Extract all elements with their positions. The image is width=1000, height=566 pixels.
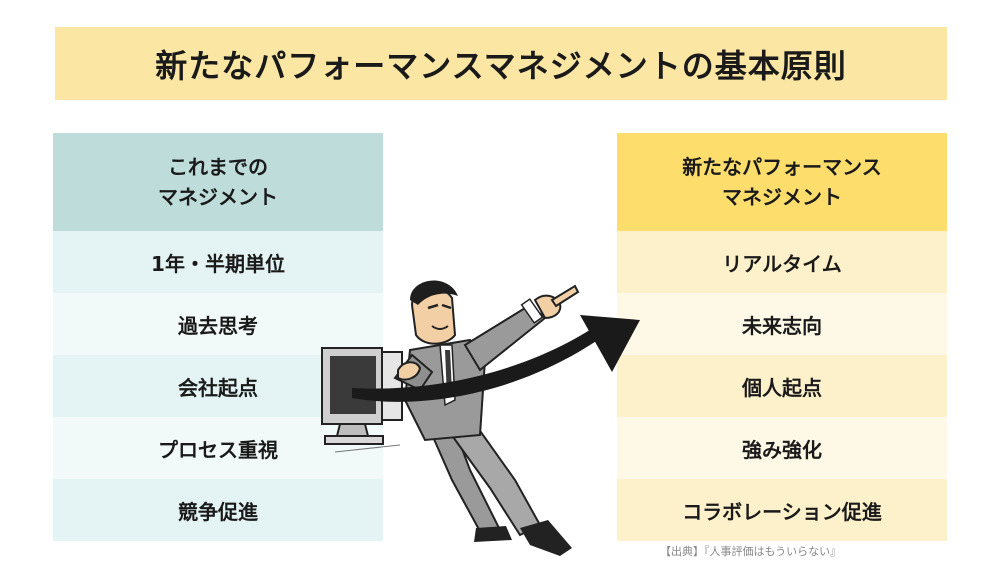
pointing-arm (463, 284, 580, 372)
old-management-header-line-1: これまでの (168, 155, 268, 179)
progress-arrow-icon (352, 315, 640, 402)
old-management-rows: 1年・半期単位 過去思考 会社起点 プロセス重視 競争促進 (53, 231, 383, 541)
old-management-header: これまでの マネジメント (53, 133, 383, 231)
new-management-row: 強み強化 (617, 417, 947, 479)
old-management-row: 競争促進 (53, 479, 383, 541)
computer-monitor-icon (321, 347, 403, 453)
businessman-illustration (321, 280, 640, 556)
source-citation: 【出典】『人事評価はもういらない』 (660, 545, 842, 558)
old-management-row: 1年・半期単位 (53, 231, 383, 293)
old-management-header-line-2: マネジメント (158, 185, 278, 209)
new-management-header-line-2: マネジメント (722, 185, 842, 209)
new-management-row: コラボレーション促進 (617, 479, 947, 541)
new-management-row: 個人起点 (617, 355, 947, 417)
new-management-row: 未来志向 (617, 293, 947, 355)
legs (428, 426, 572, 556)
title-banner: 新たなパフォーマンスマネジメントの基本原則 (55, 27, 947, 100)
old-management-row: 過去思考 (53, 293, 383, 355)
page-title: 新たなパフォーマンスマネジメントの基本原則 (155, 46, 847, 85)
old-management-row: プロセス重視 (53, 417, 383, 479)
head (410, 280, 458, 345)
new-management-rows: リアルタイム 未来志向 個人起点 強み強化 コラボレーション促進 (617, 231, 947, 541)
new-management-header: 新たなパフォーマンス マネジメント (617, 133, 947, 231)
bent-arm (393, 353, 434, 392)
new-management-header-line-1: 新たなパフォーマンス (682, 155, 882, 179)
old-management-column: これまでの マネジメント 1年・半期単位 過去思考 会社起点 プロセス重視 競争… (53, 133, 383, 541)
new-management-column: 新たなパフォーマンス マネジメント リアルタイム 未来志向 個人起点 強み強化 … (617, 133, 947, 541)
new-management-row: リアルタイム (617, 231, 947, 293)
